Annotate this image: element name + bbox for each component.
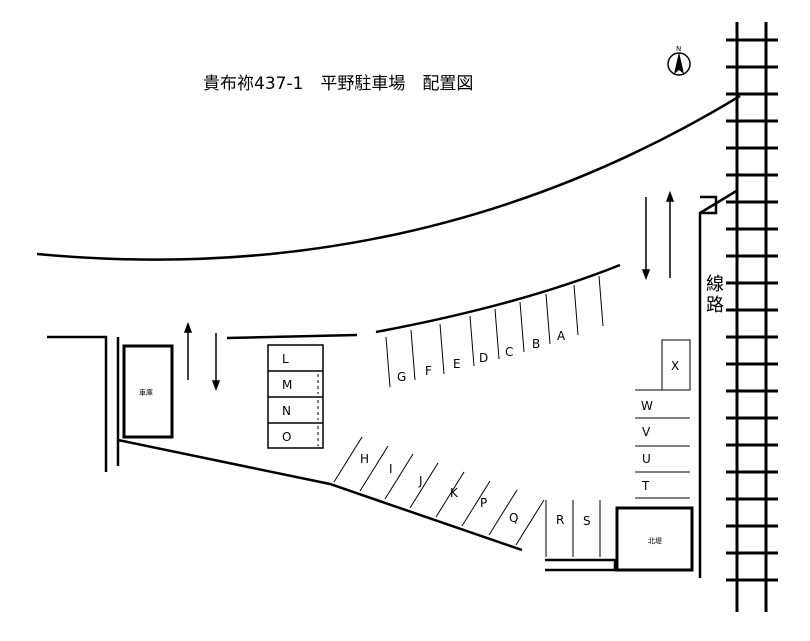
space-J-label: J [418,474,423,488]
garage-label: 車庫 [139,388,153,397]
railway-label-2: 路 [706,295,724,316]
space-R-label: R [556,513,564,527]
space-E-label: E [453,357,461,371]
space-S-label: S [583,514,591,528]
space-Q-label: Q [509,511,518,525]
space-H-label: H [360,452,369,466]
railway-label-1: 線 [706,274,724,295]
space-I-label: I [389,462,393,476]
space-C-label: C [505,345,513,359]
space-U-label: U [642,452,651,466]
space-T-label: T [641,479,650,493]
space-B-label: B [532,337,540,351]
map-title: 貴布祢437-1 平野駐車場 配置図 [203,74,473,94]
space-X-box [661,339,691,391]
shrine-building [615,506,694,572]
space-P-label: P [480,496,487,510]
compass-label: N [676,45,681,53]
parking-block-RS [545,500,601,557]
space-W-label: W [641,399,653,413]
space-O-label: O [282,430,291,444]
railway-tracks [726,22,778,612]
space-K-label: K [450,486,459,500]
space-G-label: G [397,370,406,384]
space-X-label: X [671,359,679,373]
space-A-label: A [557,329,566,343]
space-F-label: F [425,364,432,378]
garage-building [122,344,174,439]
traffic-arrows [183,190,675,392]
space-M-label: M [282,378,292,392]
parking-row-lower [333,436,545,546]
space-V-label: V [642,425,651,439]
compass-icon: N [667,45,691,76]
space-L-label: L [282,352,289,366]
road-boundaries [36,94,741,578]
space-D-label: D [479,351,488,365]
space-N-label: N [282,404,291,418]
parking-row-upper [385,275,604,388]
parking-block-LMNO [267,344,324,449]
shrine-label: 北堤 [648,536,662,545]
